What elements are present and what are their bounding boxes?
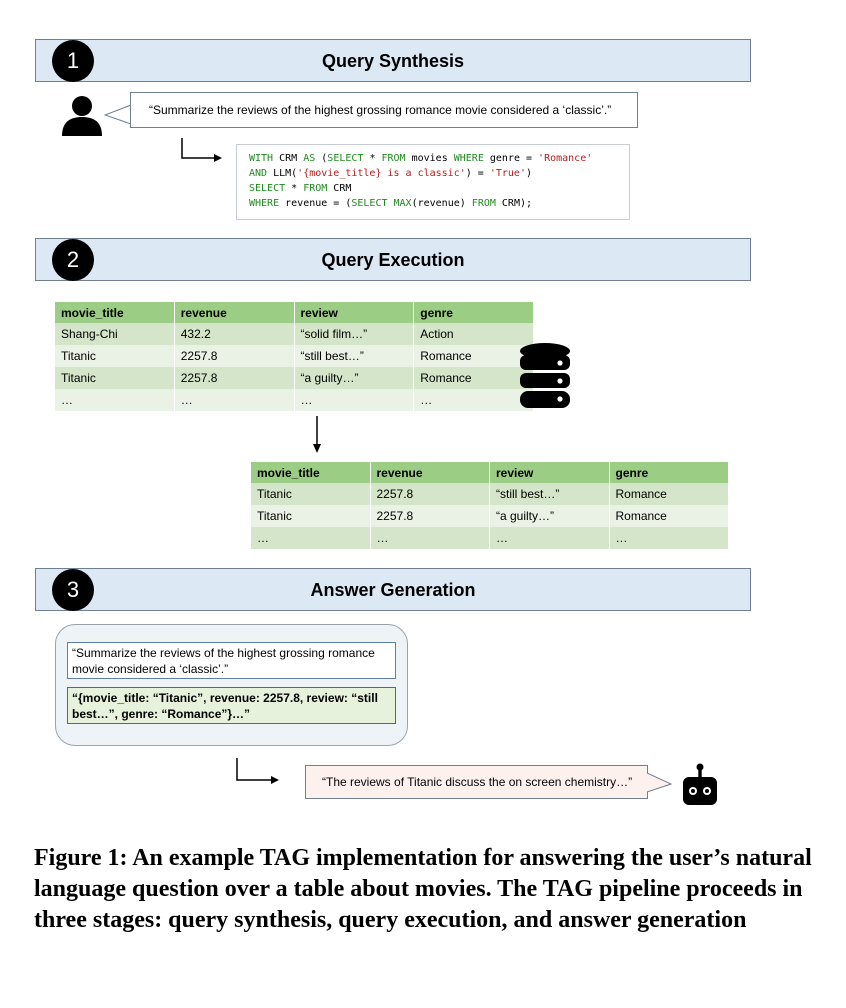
sql-kw: FROM [381, 153, 406, 164]
sql-text: LLM( [267, 168, 298, 179]
table-row: Titanic 2257.8 “still best…” Romance [251, 483, 728, 505]
table-cell: Action [414, 323, 533, 345]
table-cell: … [370, 527, 489, 549]
sql-kw: MAX [393, 198, 412, 209]
table-cell: Romance [609, 483, 728, 505]
table-row: … … … … [55, 389, 533, 411]
sql-text: CRM [327, 183, 352, 194]
movies-table: movie_title revenue review genre Shang-C… [54, 302, 534, 411]
stage-2-title: Query Execution [321, 250, 465, 270]
user-question-bubble: “Summarize the reviews of the highest gr… [130, 92, 638, 128]
sql-text: ) [525, 168, 532, 179]
user-icon [62, 96, 102, 136]
sql-kw: AND [249, 168, 268, 179]
sql-string: 'Romance' [538, 153, 593, 164]
sql-text: ) = [465, 168, 490, 179]
sql-string: '{movie_title} is a classic' [297, 168, 466, 179]
stage-2-number: 2 [52, 239, 94, 281]
sql-text: CRM [273, 153, 304, 164]
speech-tail [647, 772, 673, 793]
table-cell: “still best…” [490, 483, 609, 505]
table-cell: … [609, 527, 728, 549]
question-context-box: “Summarize the reviews of the highest gr… [67, 642, 396, 679]
table-cell: … [174, 389, 294, 411]
table-cell: “a guilty…” [490, 505, 609, 527]
sql-kw: WITH [249, 153, 274, 164]
table-cell: Titanic [55, 345, 174, 367]
filtered-table: movie_title revenue review genre Titanic… [250, 462, 729, 549]
stage-3-banner: Answer Generation [35, 568, 751, 611]
table-cell: Romance [414, 367, 533, 389]
sql-kw: WHERE [249, 198, 280, 209]
column-header: review [294, 302, 414, 323]
table-cell: “solid film…” [294, 323, 414, 345]
table-cell: … [55, 389, 174, 411]
table-cell: … [294, 389, 414, 411]
stage-3-title: Answer Generation [310, 580, 476, 600]
column-header: revenue [174, 302, 294, 323]
table-cell: … [414, 389, 533, 411]
column-header: movie_title [55, 302, 174, 323]
sql-kw: FROM [471, 198, 496, 209]
table-cell: 2257.8 [370, 483, 489, 505]
sql-text: genre = [483, 153, 539, 164]
stage-2-banner: Query Execution [35, 238, 751, 281]
data-context-box: “{movie_title: “Titanic”, revenue: 2257.… [67, 687, 396, 724]
stage-3-number: 3 [52, 569, 94, 611]
table-cell: 2257.8 [174, 345, 294, 367]
table-cell: Romance [414, 345, 533, 367]
sql-text: CRM); [495, 198, 533, 209]
arrow-down-right [181, 138, 222, 162]
answer-bubble: “The reviews of Titanic discuss the on s… [305, 765, 648, 799]
sql-kw: SELECT [249, 183, 286, 194]
sql-text: * [285, 183, 304, 194]
table-row: Titanic 2257.8 “a guilty…” Romance [251, 505, 728, 527]
stage-1-banner: Query Synthesis [35, 39, 751, 82]
stage-1-title: Query Synthesis [321, 51, 465, 71]
sql-string: 'True' [489, 168, 526, 179]
sql-kw: SELECT [327, 153, 364, 164]
stage-1-number: 1 [52, 40, 94, 82]
figure-caption: Figure 1: An example TAG implementation … [34, 845, 812, 933]
sql-query-box: WITH CRM AS (SELECT * FROM movies WHERE … [236, 144, 630, 220]
sql-kw: WHERE [453, 153, 484, 164]
table-cell: … [490, 527, 609, 549]
table-header-row: movie_title revenue review genre [251, 462, 728, 483]
table-cell: … [251, 527, 370, 549]
table-cell: Romance [609, 505, 728, 527]
table-cell: Titanic [251, 505, 370, 527]
table-row: Shang-Chi 432.2 “solid film…” Action [55, 323, 533, 345]
arrow-down-right [236, 758, 279, 784]
arrow-down [313, 416, 321, 453]
sql-text: revenue = ( [279, 198, 352, 209]
table-cell: 2257.8 [370, 505, 489, 527]
table-cell: 432.2 [174, 323, 294, 345]
table-cell: Titanic [55, 367, 174, 389]
sql-text: (revenue) [411, 198, 472, 209]
robot-icon [683, 763, 717, 805]
speech-tail [104, 104, 132, 125]
table-row: … … … … [251, 527, 728, 549]
table-cell: Titanic [251, 483, 370, 505]
table-header-row: movie_title revenue review genre [55, 302, 533, 323]
table-cell: “still best…” [294, 345, 414, 367]
column-header: genre [609, 462, 728, 483]
sql-kw: SELECT [351, 198, 388, 209]
sql-text: * [363, 153, 382, 164]
sql-text: movies [405, 153, 454, 164]
database-icon [520, 343, 570, 408]
sql-kw: AS [303, 153, 316, 164]
column-header: revenue [370, 462, 489, 483]
table-row: Titanic 2257.8 “a guilty…” Romance [55, 367, 533, 389]
table-cell: 2257.8 [174, 367, 294, 389]
sql-text: ( [315, 153, 328, 164]
sql-kw: FROM [303, 183, 328, 194]
column-header: movie_title [251, 462, 370, 483]
table-cell: Shang-Chi [55, 323, 174, 345]
table-row: Titanic 2257.8 “still best…” Romance [55, 345, 533, 367]
column-header: review [490, 462, 609, 483]
column-header: genre [414, 302, 533, 323]
table-cell: “a guilty…” [294, 367, 414, 389]
